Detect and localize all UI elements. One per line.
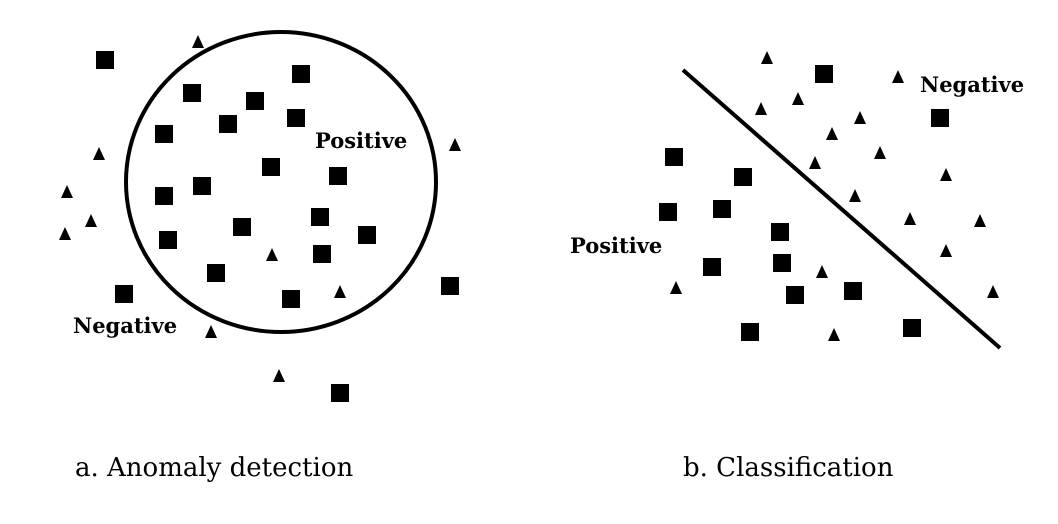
- square-marker: [713, 200, 731, 218]
- square-marker: [734, 168, 752, 186]
- square-marker: [773, 254, 791, 272]
- square-marker: [331, 384, 349, 402]
- square-marker: [115, 285, 133, 303]
- anomaly-detection-panel: Positive Negative a. Anomaly detection: [59, 30, 461, 483]
- triangle-marker: [826, 127, 838, 140]
- square-marker: [155, 125, 173, 143]
- square-marker: [311, 208, 329, 226]
- square-marker: [903, 319, 921, 337]
- anomaly-detection-caption: a. Anomaly detection: [75, 453, 353, 483]
- square-marker: [741, 323, 759, 341]
- triangle-marker: [987, 285, 999, 298]
- triangle-marker: [828, 328, 840, 341]
- square-marker: [703, 258, 721, 276]
- triangle-marker: [940, 168, 952, 181]
- square-marker: [329, 167, 347, 185]
- triangle-marker: [904, 212, 916, 225]
- triangle-marker: [974, 214, 986, 227]
- triangle-marker: [273, 369, 285, 382]
- square-marker: [282, 290, 300, 308]
- triangle-marker: [892, 70, 904, 83]
- square-marker: [665, 148, 683, 166]
- square-marker: [313, 245, 331, 263]
- negative-region-label: Negative: [73, 313, 177, 338]
- square-marker: [287, 109, 305, 127]
- decision-boundary: [681, 68, 1002, 350]
- triangle-marker: [792, 92, 804, 105]
- square-marker: [771, 223, 789, 241]
- triangle-marker: [816, 265, 828, 278]
- triangle-marker: [761, 51, 773, 64]
- positive-side-label: Positive: [570, 233, 662, 258]
- triangle-marker: [449, 138, 461, 151]
- square-marker: [193, 177, 211, 195]
- square-marker: [233, 218, 251, 236]
- square-marker: [358, 226, 376, 244]
- square-marker: [262, 158, 280, 176]
- triangle-marker: [334, 285, 346, 298]
- square-marker: [844, 282, 862, 300]
- triangle-marker: [192, 35, 204, 48]
- square-marker: [931, 109, 949, 127]
- square-marker: [292, 65, 310, 83]
- square-marker: [659, 203, 677, 221]
- square-marker: [155, 187, 173, 205]
- square-marker: [815, 65, 833, 83]
- square-marker: [183, 84, 201, 102]
- negative-side-label: Negative: [920, 72, 1024, 97]
- triangle-marker: [849, 189, 861, 202]
- square-marker: [159, 231, 177, 249]
- triangle-marker: [940, 244, 952, 257]
- positive-region-label: Positive: [315, 128, 407, 153]
- classification-caption: b. Classification: [683, 453, 894, 483]
- triangle-marker: [61, 185, 73, 198]
- positive-region-boundary: [124, 30, 438, 334]
- triangle-marker: [670, 281, 682, 294]
- triangle-marker: [874, 146, 886, 159]
- triangle-marker: [266, 248, 278, 261]
- square-marker: [246, 92, 264, 110]
- triangle-marker: [809, 156, 821, 169]
- triangle-marker: [205, 325, 217, 338]
- triangle-marker: [755, 102, 767, 115]
- square-marker: [219, 115, 237, 133]
- triangle-marker: [93, 147, 105, 160]
- square-marker: [786, 286, 804, 304]
- triangle-marker: [854, 111, 866, 124]
- square-marker: [441, 277, 459, 295]
- square-marker: [207, 264, 225, 282]
- triangle-marker: [85, 214, 97, 227]
- classification-panel: Positive Negative b. Classification: [570, 51, 1024, 483]
- square-marker: [96, 51, 114, 69]
- triangle-marker: [59, 227, 71, 240]
